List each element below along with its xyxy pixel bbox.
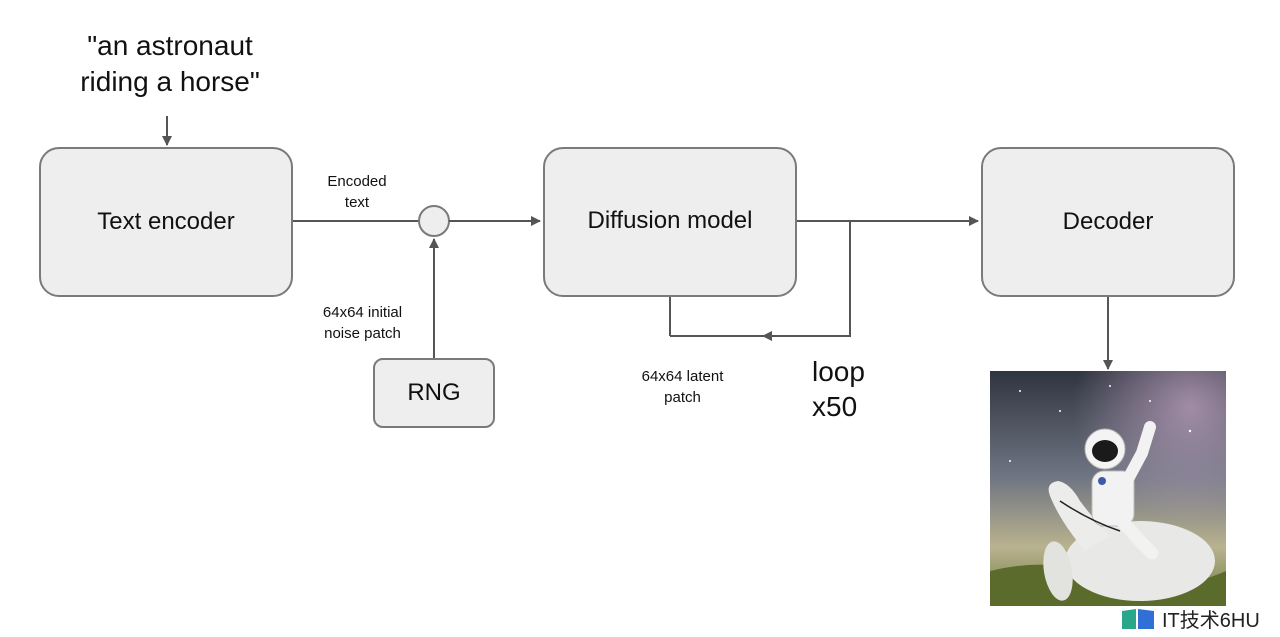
diffusion-model-box: Diffusion model xyxy=(543,147,797,297)
text-encoder-label: Text encoder xyxy=(97,208,235,235)
rng-box: RNG xyxy=(373,358,495,428)
book-logo-icon xyxy=(1122,608,1154,629)
combiner-node xyxy=(418,205,450,237)
encoded-text-label: Encoded text xyxy=(327,173,387,211)
latent-patch-label: 64x64 latent patch xyxy=(641,368,724,406)
prompt-text: "an astronaut riding a horse" xyxy=(40,28,300,100)
loop-wire xyxy=(762,221,851,341)
diffusion-model-label: Diffusion model xyxy=(587,207,753,234)
text-encoder-box: Text encoder xyxy=(39,147,293,297)
decoder-box: Decoder xyxy=(981,147,1235,297)
prompt-line-1: "an astronaut xyxy=(87,30,253,61)
rng-label: RNG xyxy=(407,379,461,406)
astronaut-horse-illustration xyxy=(990,371,1226,606)
watermark-text: IT技术6HU xyxy=(1162,610,1260,632)
loop-label: loop x50 xyxy=(812,356,865,422)
initial-noise-label: 64x64 initial noise patch xyxy=(322,304,403,342)
decoder-label: Decoder xyxy=(1062,208,1154,235)
prompt-line-2: riding a horse" xyxy=(80,66,260,97)
watermark: IT技术6HU xyxy=(1120,604,1260,633)
output-image xyxy=(990,371,1226,606)
